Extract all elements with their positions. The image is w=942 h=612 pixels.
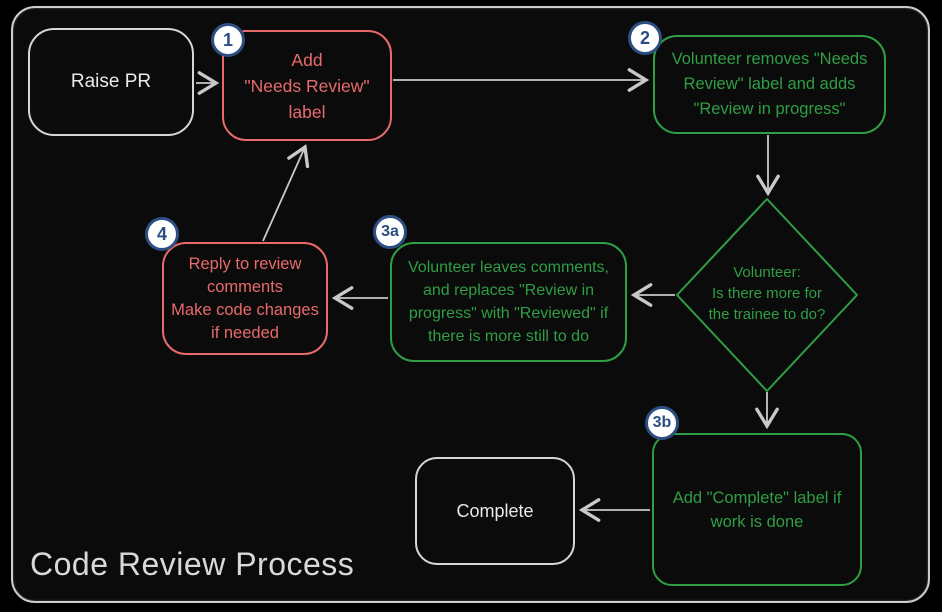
- node-step3b: Add "Complete" label if work is done: [652, 433, 862, 586]
- diagram-title: Code Review Process: [30, 546, 355, 582]
- node-step3a: Volunteer leaves comments, and replaces …: [390, 242, 627, 362]
- badge-step1: 1: [211, 23, 245, 57]
- node-step4-line: if needed: [211, 323, 279, 342]
- node-raise-pr: Raise PR: [28, 28, 194, 136]
- node-step4-line: Reply to review: [188, 254, 302, 273]
- node-decision: Volunteer: Is there more for the trainee…: [667, 262, 867, 325]
- node-step2-line: Review" label and adds: [683, 75, 856, 93]
- node-step2-line: Volunteer removes "Needs: [671, 50, 868, 68]
- node-step3a-line: and replaces "Review in: [422, 282, 595, 299]
- node-step2-line: "Review in progress": [693, 100, 846, 118]
- node-decision-line: the trainee to do?: [708, 306, 826, 323]
- node-step4-line: comments: [206, 277, 284, 296]
- node-step3a-line: there is more still to do: [428, 328, 589, 345]
- node-complete: Complete: [415, 457, 575, 565]
- node-step3b-line: Add "Complete" label if: [672, 488, 842, 507]
- badge-step3a: 3a: [373, 215, 407, 249]
- node-step3a-line: progress" with "Reviewed" if: [408, 305, 609, 322]
- node-step1: Add "Needs Review" label: [222, 30, 392, 141]
- node-step1-line: label: [288, 101, 326, 122]
- badge-step3b: 3b: [645, 406, 679, 440]
- node-decision-line: Volunteer:: [733, 264, 801, 281]
- node-complete-label: Complete: [456, 500, 534, 521]
- node-step4: Reply to review comments Make code chang…: [162, 242, 328, 355]
- badge-step2: 2: [628, 21, 662, 55]
- node-step4-line: Make code changes: [171, 300, 319, 319]
- node-step3a-line: Volunteer leaves comments,: [408, 259, 609, 276]
- badge-step4: 4: [145, 217, 179, 251]
- node-decision-line: Is there more for: [711, 285, 823, 302]
- node-step2: Volunteer removes "Needs Review" label a…: [653, 35, 886, 134]
- node-step1-line: Add: [291, 49, 323, 70]
- node-step3b-line: work is done: [710, 512, 804, 531]
- node-step1-line: "Needs Review": [244, 75, 370, 96]
- node-raise-pr-label: Raise PR: [70, 71, 152, 92]
